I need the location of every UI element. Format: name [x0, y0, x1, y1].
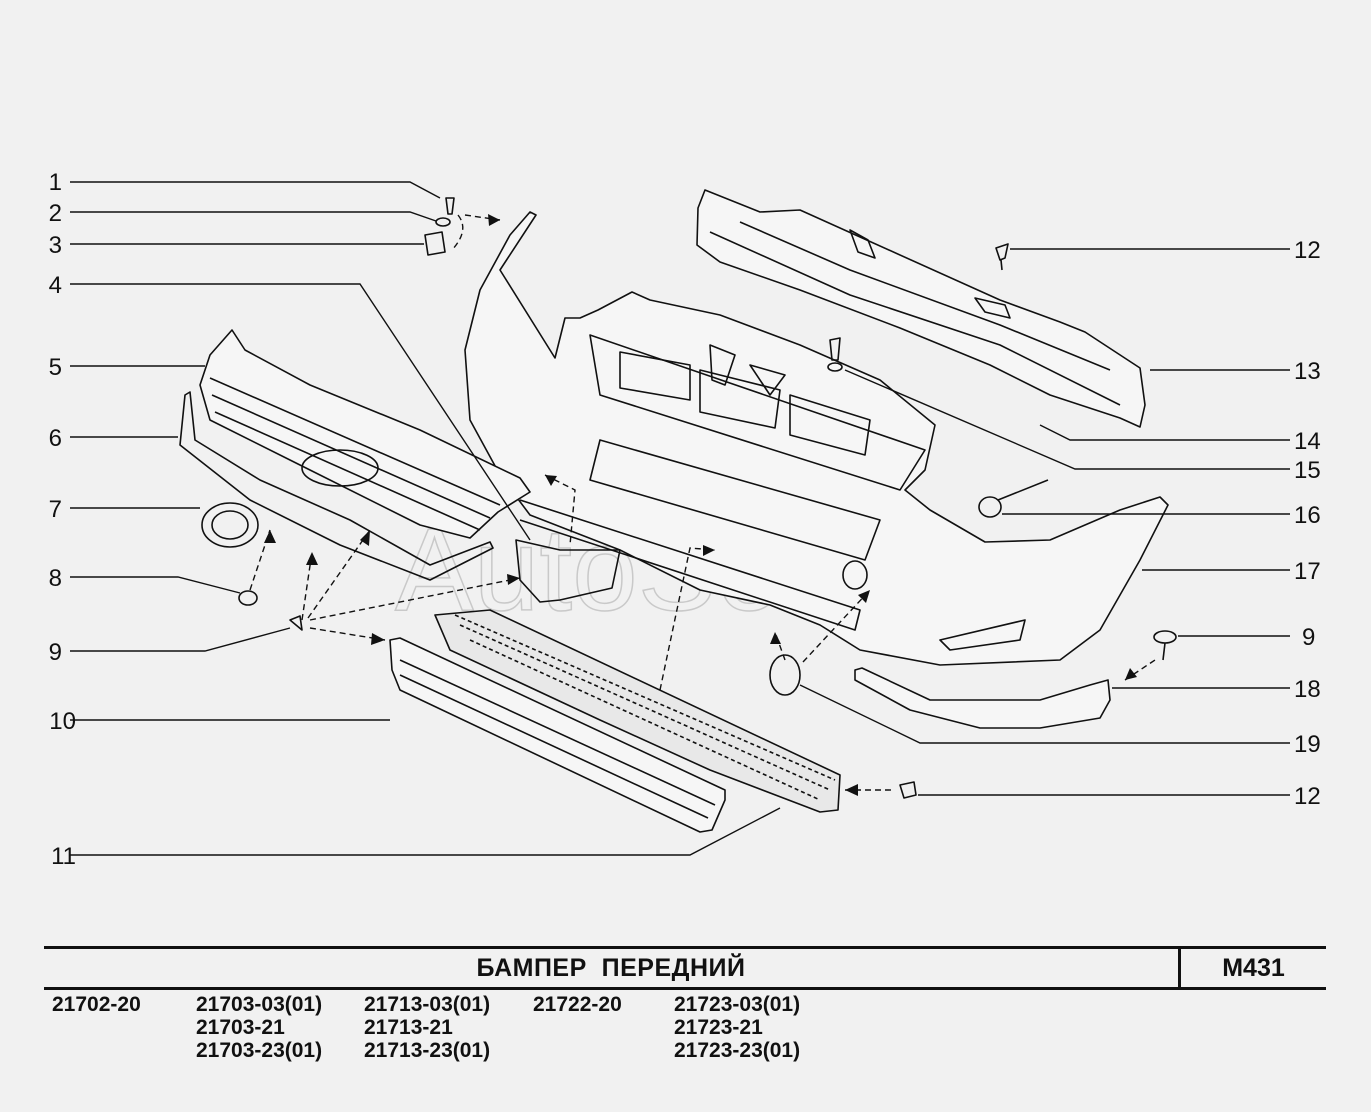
title-divider [1178, 946, 1181, 990]
bumper-exploded-diagram: AutoSoft [49, 169, 1321, 870]
part-lower-trim [389, 637, 726, 833]
callout-7: 7 [49, 496, 62, 523]
model-code: 21703-23(01) [196, 1039, 323, 1062]
model-code: 21703-03(01) [196, 993, 323, 1016]
callout-11: 11 [51, 843, 76, 870]
callout-10: 10 [49, 708, 76, 735]
callout-17: 17 [1294, 558, 1321, 585]
parts [179, 189, 1177, 833]
callout-4: 4 [49, 272, 62, 299]
part-lower-grille [434, 609, 841, 813]
model-code: 21723-03(01) [674, 993, 801, 1016]
callout-19: 19 [1294, 731, 1321, 758]
callout-1: 1 [49, 169, 62, 196]
model-column-2: 21703-03(01) 21703-21 21703-23(01) [196, 993, 322, 1062]
part-upper-grille [199, 329, 531, 539]
catalog-code: М431 [1222, 954, 1285, 982]
callout-6: 6 [49, 425, 62, 452]
callouts-right: 12 13 14 15 16 17 9 18 19 12 [1294, 237, 1321, 810]
title-bar: БАМПЕР ПЕРЕДНИЙ М431 [44, 946, 1326, 990]
callout-3: 3 [49, 232, 62, 259]
page-title: БАМПЕР ПЕРЕДНИЙ [476, 954, 746, 982]
part-fasteners-top [424, 197, 455, 256]
callout-8: 8 [49, 565, 62, 592]
callout-13: 13 [1294, 358, 1321, 385]
model-code: 21703-21 [196, 1016, 285, 1039]
model-code: 21713-21 [364, 1016, 453, 1039]
part-side-moulding [854, 667, 1111, 729]
callout-12-bottom: 12 [1294, 783, 1321, 810]
callout-5: 5 [49, 354, 62, 381]
part-absorber [696, 189, 1146, 428]
model-column-3: 21713-03(01) 21713-21 21713-23(01) [364, 993, 490, 1062]
callout-16: 16 [1294, 502, 1321, 529]
arrowheads [264, 214, 1137, 796]
callout-2: 2 [49, 200, 62, 227]
part-tow-cap [769, 560, 868, 696]
callout-14: 14 [1294, 428, 1321, 455]
callout-9-right: 9 [1302, 624, 1315, 651]
callouts-left: 1 2 3 4 5 6 7 8 9 10 11 [49, 169, 76, 870]
part-emblem [201, 502, 259, 548]
model-column-5: 21723-03(01) 21723-21 21723-23(01) [674, 993, 800, 1062]
part-moulding [179, 391, 494, 581]
model-code: 21702-20 [52, 993, 141, 1016]
part-clip [978, 479, 1049, 518]
callout-15: 15 [1294, 457, 1321, 484]
part-bolts [238, 243, 1177, 799]
model-column-4: 21722-20 [533, 993, 622, 1016]
callout-12-top: 12 [1294, 237, 1321, 264]
leader-lines [70, 181, 1290, 856]
model-code: 21722-20 [533, 993, 622, 1016]
model-code: 21723-21 [674, 1016, 763, 1039]
callout-9-left: 9 [49, 639, 62, 666]
model-code: 21723-23(01) [674, 1039, 801, 1062]
model-code: 21713-03(01) [364, 993, 491, 1016]
callout-18: 18 [1294, 676, 1321, 703]
model-code: 21713-23(01) [364, 1039, 491, 1062]
part-bumper-cover [464, 211, 1169, 666]
part-bracket [515, 539, 621, 603]
model-column-1: 21702-20 [52, 993, 141, 1016]
